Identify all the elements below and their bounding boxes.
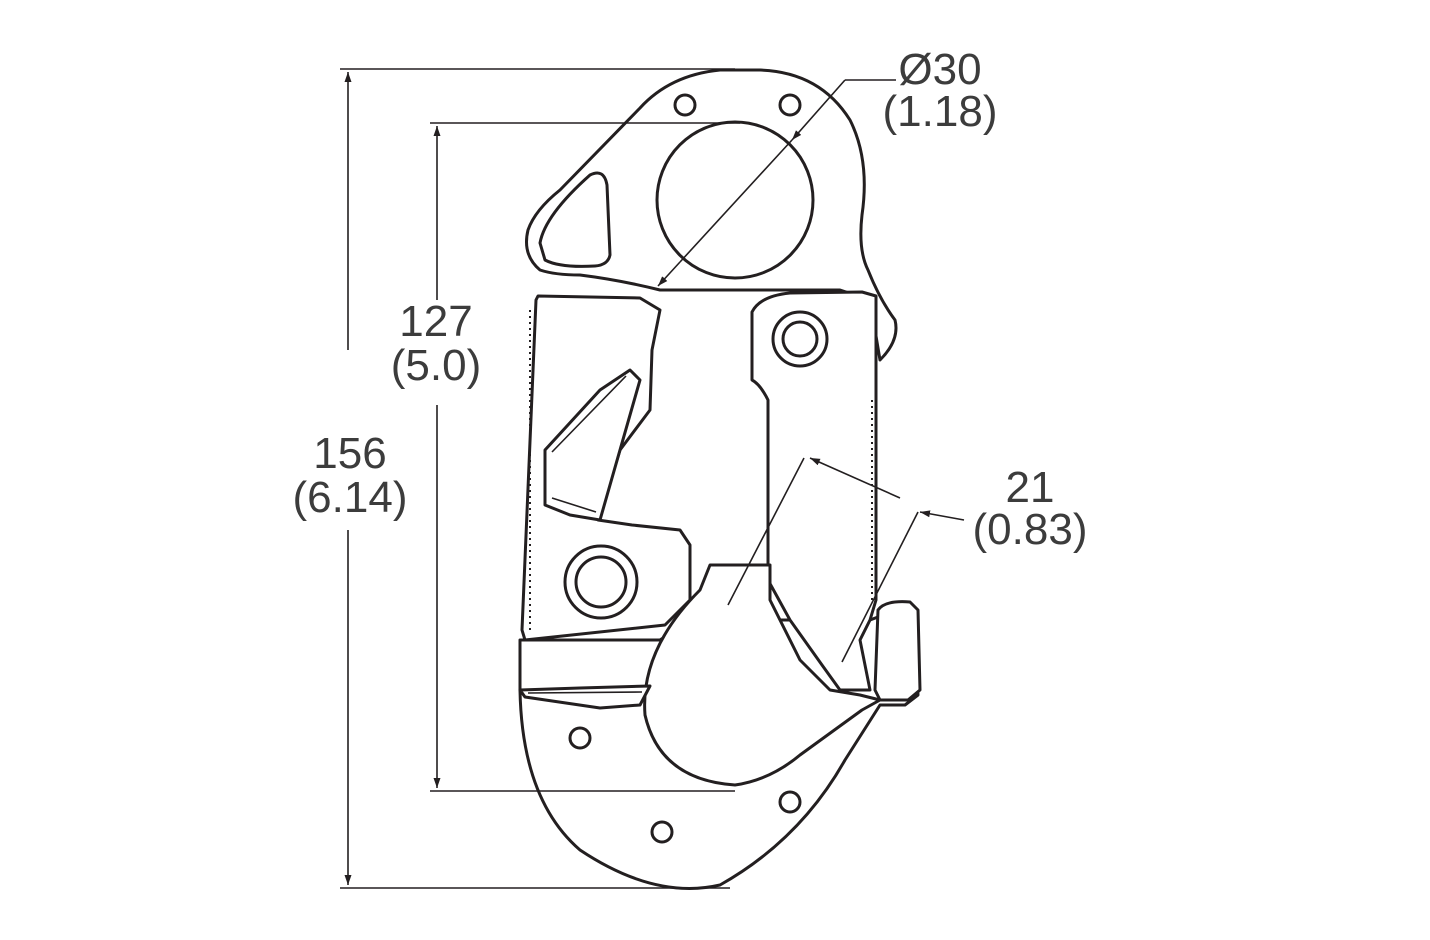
gate-pivot-inner: [574, 555, 628, 609]
lower-bar-edge: [527, 691, 643, 694]
gate-bar-edge: [551, 375, 627, 513]
locking-lever: [750, 290, 878, 692]
eye-diameter-in: (1.18): [882, 87, 998, 136]
lever-pivot-inner: [781, 320, 819, 358]
eye-ring: [655, 120, 815, 280]
rivet-hole: [650, 820, 674, 844]
inner-length-mm: 127: [399, 297, 473, 346]
gate-opening-in: (0.83): [972, 505, 1088, 554]
rivet-hole: [778, 93, 802, 117]
inner-length-in: (5.0): [390, 341, 482, 390]
rivet-hole: [568, 726, 592, 750]
rivet-hole: [673, 93, 697, 117]
hook-jaw: [873, 600, 922, 702]
overall-length-in: (6.14): [292, 473, 408, 522]
eye-diameter-mm: Ø30: [898, 45, 982, 94]
eye-window: [538, 171, 612, 268]
dim-overall: [340, 68, 735, 889]
dim-inner: [430, 122, 740, 792]
dim-eye-diameter: [657, 79, 896, 287]
overall-length-mm: 156: [313, 429, 387, 478]
hook-throat: [643, 563, 882, 787]
rivet-hole: [778, 790, 802, 814]
gate-bar: [543, 368, 642, 522]
dim-gate-opening: [727, 457, 965, 663]
gate-opening-mm: 21: [1005, 463, 1055, 512]
